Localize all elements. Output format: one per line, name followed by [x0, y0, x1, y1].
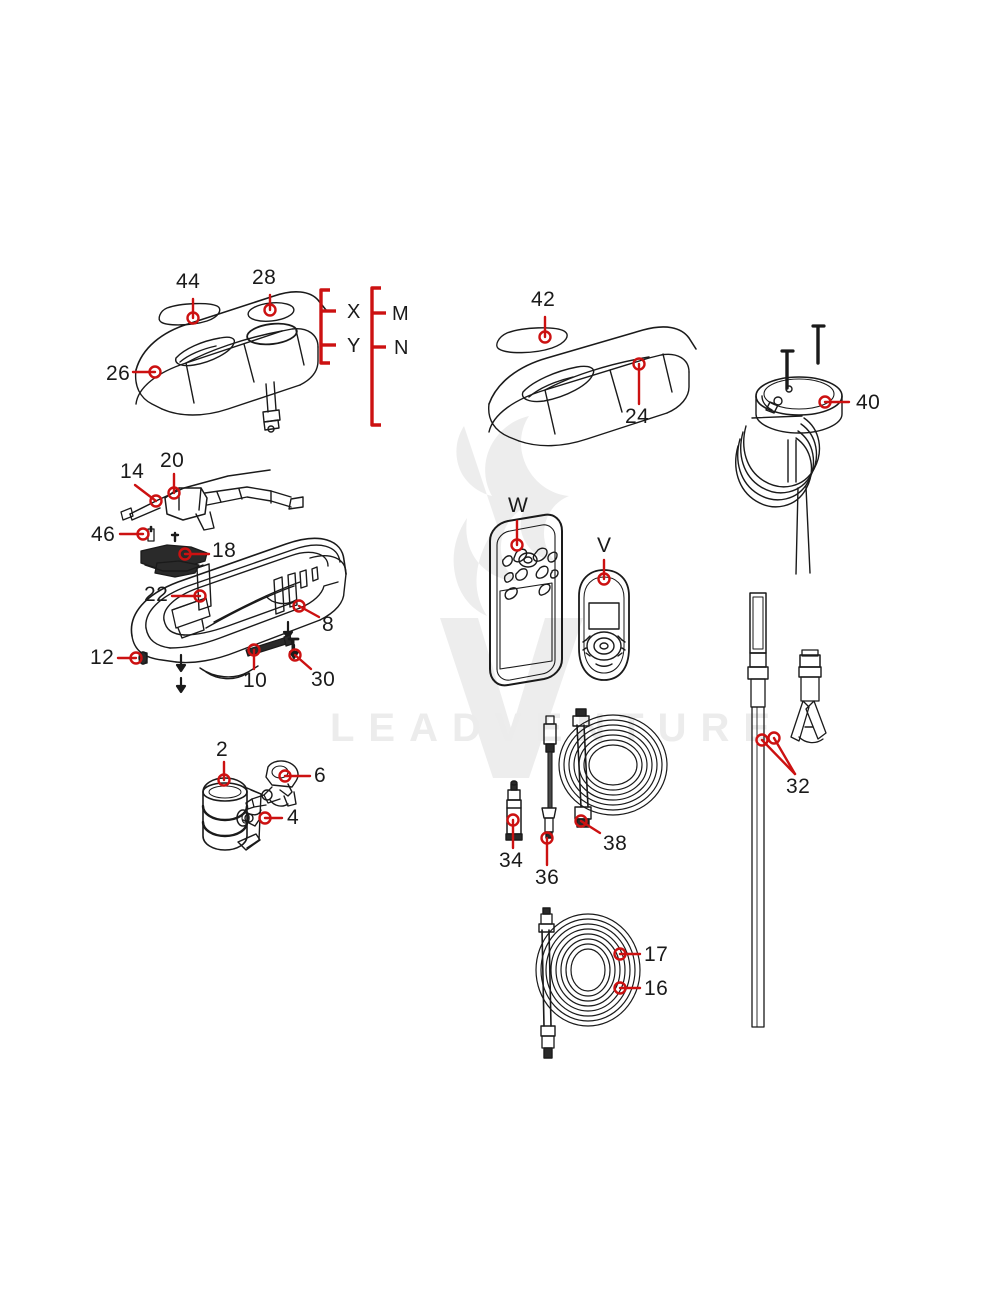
callout-label-12: 12 [90, 646, 115, 669]
callout-label-26: 26 [106, 362, 131, 385]
callout-label-40: 40 [856, 391, 881, 414]
callout-label-38: 38 [603, 832, 628, 855]
callout-label-24: 24 [625, 405, 650, 428]
callout-label-V: V [597, 534, 612, 557]
part-38-coiled-power-cable [558, 708, 668, 828]
group-label-M: M [392, 303, 409, 325]
part-W-handheld-remote [489, 513, 563, 687]
group-label-X: X [347, 301, 361, 323]
part-4-o-ring [236, 809, 250, 827]
callout-label-30: 30 [311, 668, 336, 691]
callout-label-10: 10 [243, 669, 268, 692]
callout-label-44: 44 [176, 270, 201, 293]
callout-label-18: 18 [212, 539, 237, 562]
callout-leader-lines [116, 293, 851, 995]
callout-label-32: 32 [786, 775, 811, 798]
callout-label-20: 20 [160, 449, 185, 472]
part-26-motor-head-cover-assembly [134, 291, 327, 433]
callout-label-8: 8 [322, 613, 335, 636]
part-24-motor-head-cover [488, 326, 697, 447]
part-40-transducer-assembly [735, 324, 843, 575]
callout-label-42: 42 [531, 288, 556, 311]
callout-label-14: 14 [120, 460, 145, 483]
callout-label-2: 2 [216, 738, 229, 761]
callout-label-6: 6 [314, 764, 327, 787]
flame-v-logo-icon [440, 416, 583, 778]
callout-label-28: 28 [252, 266, 277, 289]
part-30-screw [287, 637, 300, 656]
group-label-Y: Y [347, 335, 361, 357]
callout-label-W: W [508, 494, 529, 517]
part-6-bracket-fitting [245, 760, 299, 810]
part-V-key-remote [578, 569, 630, 681]
part-14-20-steering-linkage [120, 469, 304, 531]
callout-label-36: 36 [535, 866, 560, 889]
part-8-pedal-base-housing [130, 537, 347, 694]
group-label-N: N [394, 337, 409, 359]
callout-label-34: 34 [499, 849, 524, 872]
part-42-decal [496, 327, 568, 354]
bracket-mn [370, 286, 381, 427]
callout-label-4: 4 [287, 806, 300, 829]
part-2-motor-clamp [201, 777, 262, 851]
group-brackets [319, 286, 386, 427]
callout-label-16: 16 [644, 977, 669, 1000]
part-44-decal [158, 302, 221, 326]
part-36-usb-cable [541, 715, 557, 839]
callout-label-22: 22 [144, 583, 169, 606]
bracket-xy [319, 288, 330, 365]
callout-label-17: 17 [644, 943, 669, 966]
part-32-mounting-strap [747, 592, 827, 1028]
part-16-17-network-cable [535, 907, 641, 1059]
watermark-text: LEADVENTURE [330, 706, 785, 750]
callout-label-46: 46 [91, 523, 116, 546]
